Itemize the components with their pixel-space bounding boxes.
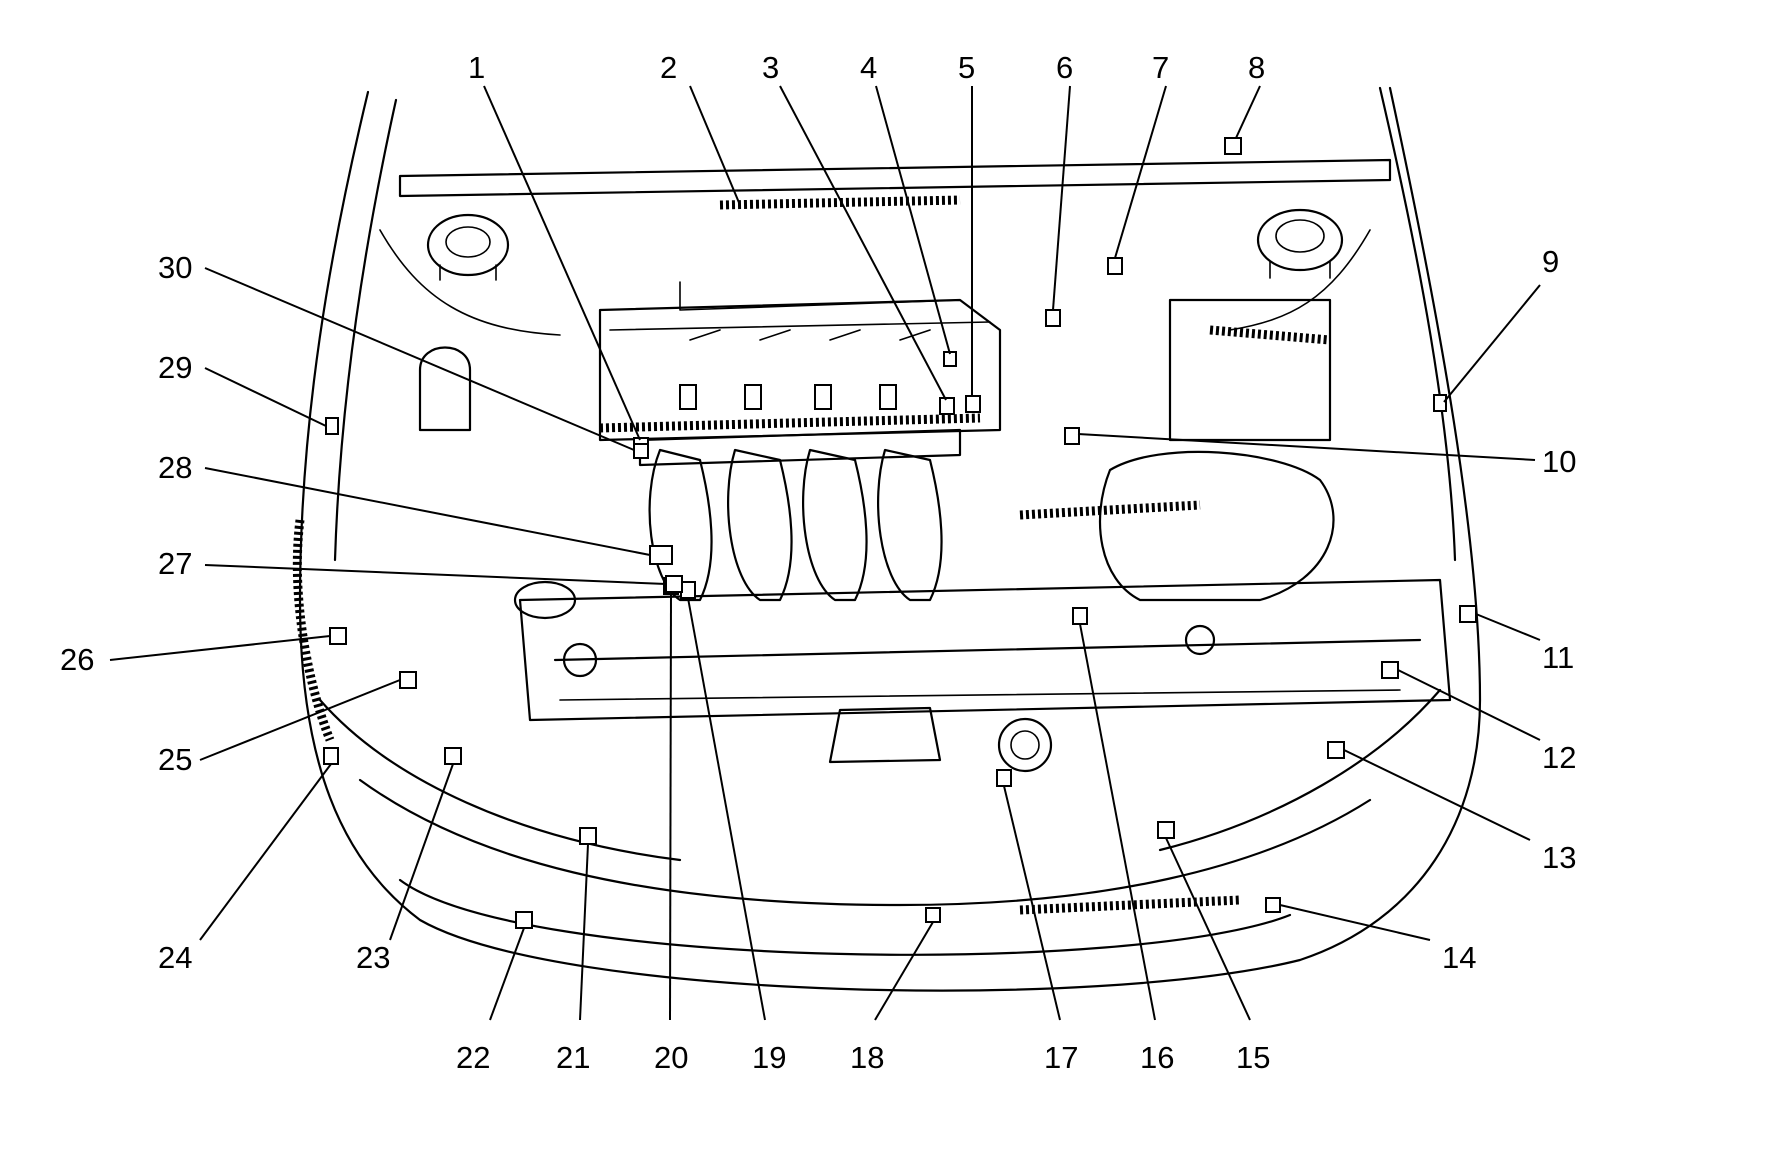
- callout-12: 12: [1542, 740, 1576, 775]
- connector-21: [579, 827, 597, 845]
- connector-3: [939, 397, 955, 415]
- connector-13: [1327, 741, 1345, 759]
- connector-14: [1265, 897, 1281, 913]
- front-harness: [1019, 895, 1241, 915]
- callout-7: 7: [1152, 50, 1169, 85]
- connector-19: [680, 581, 696, 599]
- callout-18: 18: [850, 1040, 884, 1075]
- callout-10: 10: [1542, 444, 1576, 479]
- connector-28: [649, 545, 673, 565]
- callout-3: 3: [762, 50, 779, 85]
- connector-16: [1072, 607, 1088, 625]
- connector-26: [329, 627, 347, 645]
- connector-9: [1433, 394, 1447, 412]
- callout-30: 30: [158, 250, 192, 285]
- left-harness: [292, 519, 335, 742]
- callout-6: 6: [1056, 50, 1073, 85]
- callout-15: 15: [1236, 1040, 1270, 1075]
- callout-2: 2: [660, 50, 677, 85]
- connector-4: [943, 351, 957, 367]
- connector-17: [996, 769, 1012, 787]
- leader-lines: [109, 85, 1541, 1021]
- connector-10: [1064, 427, 1080, 445]
- connector-18: [925, 907, 941, 923]
- callout-21: 21: [556, 1040, 590, 1075]
- connector-27: [665, 575, 683, 593]
- connector-25: [399, 671, 417, 689]
- connector-12: [1381, 661, 1399, 679]
- callout-26: 26: [60, 642, 94, 677]
- connector-15: [1157, 821, 1175, 839]
- connector-8: [1224, 137, 1242, 155]
- engine-assembly: [292, 195, 1452, 915]
- callout-20: 20: [654, 1040, 688, 1075]
- connector-23: [444, 747, 462, 765]
- callout-1: 1: [468, 50, 485, 85]
- battery-harness: [1209, 325, 1331, 345]
- callout-5: 5: [958, 50, 975, 85]
- callout-27: 27: [158, 546, 192, 581]
- intake-manifold: [638, 428, 962, 602]
- callout-16: 16: [1140, 1040, 1174, 1075]
- callout-4: 4: [860, 50, 877, 85]
- callout-24: 24: [158, 940, 192, 975]
- fuel-rail-harness: [719, 195, 961, 210]
- connector-6: [1045, 309, 1061, 327]
- engine-harness: [599, 413, 981, 433]
- callout-labels: 1 2 3 4 5 6 7 8 9 10 11 12 13 14 15 16 1…: [60, 50, 1576, 1075]
- connector-5: [965, 395, 981, 413]
- vehicle-body-outline: [298, 86, 1482, 992]
- ignition-coils: [679, 329, 931, 410]
- callout-23: 23: [356, 940, 390, 975]
- callout-14: 14: [1442, 940, 1476, 975]
- connectors: [323, 137, 1477, 929]
- callout-13: 13: [1542, 840, 1576, 875]
- callout-8: 8: [1248, 50, 1265, 85]
- connector-7: [1107, 257, 1123, 275]
- callout-25: 25: [158, 742, 192, 777]
- connector-11: [1459, 605, 1477, 623]
- callout-29: 29: [158, 350, 192, 385]
- connector-22: [515, 911, 533, 929]
- callout-19: 19: [752, 1040, 786, 1075]
- callout-9: 9: [1542, 244, 1559, 279]
- callout-11: 11: [1542, 640, 1574, 675]
- callout-22: 22: [456, 1040, 490, 1075]
- connector-30: [633, 443, 649, 459]
- callout-28: 28: [158, 450, 192, 485]
- connector-24: [323, 747, 339, 765]
- connector-29: [325, 417, 339, 435]
- right-harness: [1019, 500, 1201, 520]
- callout-17: 17: [1044, 1040, 1078, 1075]
